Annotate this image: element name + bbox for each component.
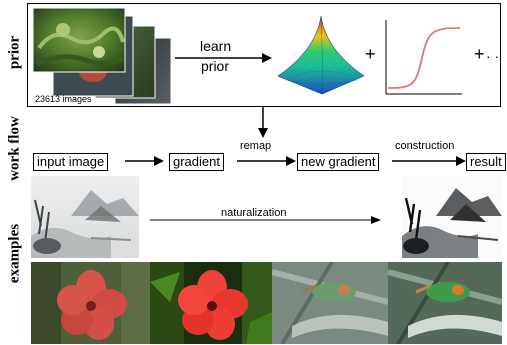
prior-label: prior: [201, 58, 230, 74]
prior-to-remap-arrow: [258, 107, 268, 138]
prior-panel: [27, 3, 501, 107]
ellipsis: · ·: [486, 48, 500, 64]
new-gradient-to-result-arrow: [392, 156, 466, 166]
example-chameleon-input: [272, 262, 388, 344]
plus-sign: +: [365, 44, 376, 64]
examples-section-label: examples: [6, 223, 23, 284]
training-images-stack: [33, 8, 172, 105]
learn-label: learn: [200, 38, 232, 54]
workflow-section-label: work flow: [6, 116, 23, 181]
prior-section-label: prior: [6, 35, 23, 70]
gradient-to-new-gradient-arrow: [237, 156, 296, 166]
naturalization-label: naturalization: [221, 207, 287, 219]
result-box: result: [466, 153, 506, 171]
sigmoid-plot: [385, 20, 462, 95]
input-to-gradient-arrow: [125, 156, 164, 166]
result-painting-image: [402, 176, 502, 258]
naturalization-arrow: [150, 216, 381, 224]
new-gradient-box: new gradient: [297, 153, 380, 171]
example-flower-result: [150, 262, 272, 344]
input-painting-image: [31, 176, 139, 258]
example-chameleon-result: [388, 262, 502, 344]
remap-label: remap: [240, 140, 272, 152]
gradient-box: gradient: [169, 153, 224, 171]
plus-more-sign: +: [474, 44, 485, 64]
image-count-label: 23613 images: [35, 94, 92, 104]
construction-label: construction: [395, 140, 455, 152]
prior-surface-plot: [277, 15, 365, 95]
learn-prior-arrow: [175, 53, 272, 63]
example-flower-input: [31, 262, 150, 344]
input-image-box: input image: [33, 153, 109, 171]
